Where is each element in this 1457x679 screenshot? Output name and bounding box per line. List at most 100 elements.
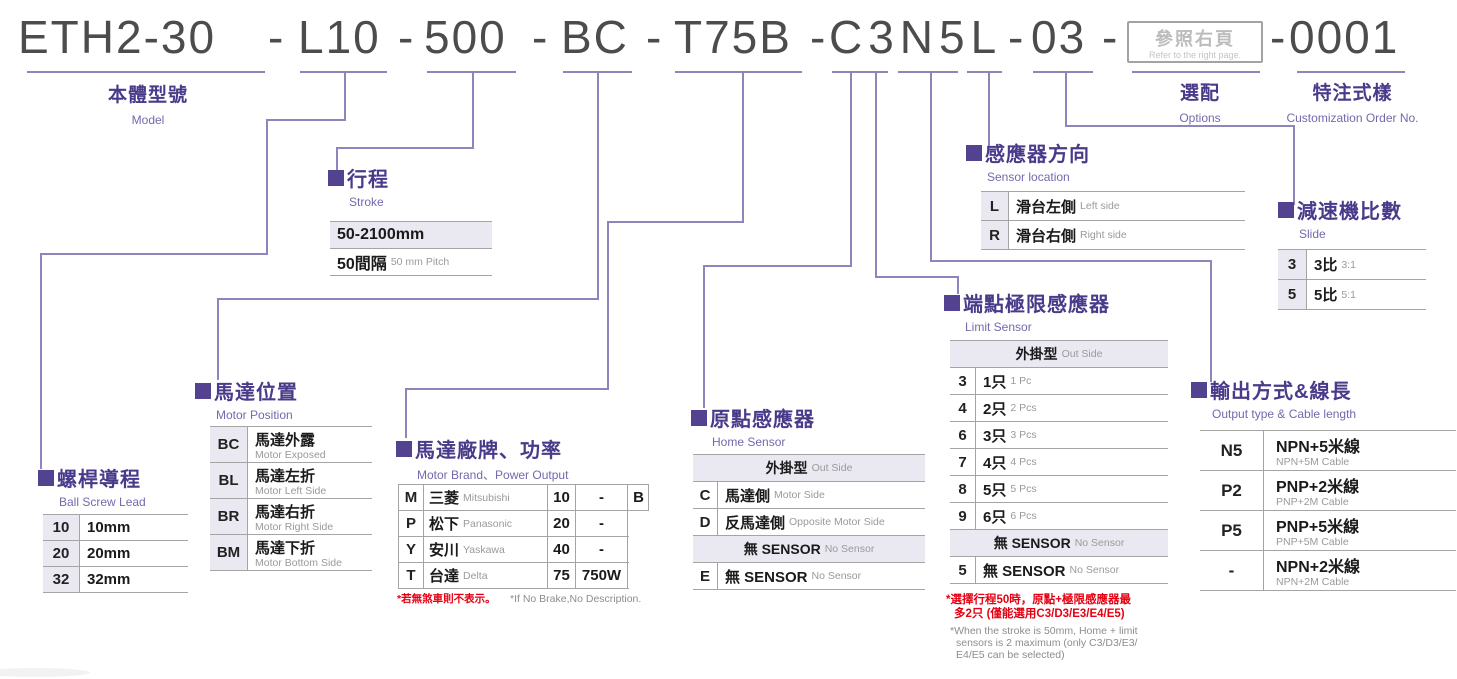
- options-box-label: 參照右頁: [1155, 29, 1235, 49]
- code-segment-model: ETH2-30: [18, 11, 217, 63]
- connector-motor-position: [597, 73, 599, 300]
- brand-en: Delta: [463, 569, 488, 582]
- connector-motor-position: [217, 298, 219, 380]
- row-value-en: Motor Bottom Side: [255, 556, 342, 569]
- tick-options: [1132, 71, 1260, 73]
- bullet-square: [195, 382, 211, 399]
- model-label-en: Model: [131, 113, 165, 127]
- connector-motor-brand: [742, 73, 744, 223]
- options-box-sublabel: Refer to the right page.: [1148, 50, 1242, 60]
- row-key: T: [399, 563, 424, 588]
- row-value: 滑台左側: [1016, 198, 1077, 216]
- limit-note-red-2: 多2只 (僅能選用C3/D3/E3/E4/E5): [954, 608, 1125, 620]
- tick-model: [27, 71, 265, 73]
- section-title: 減速機比數: [1297, 201, 1402, 223]
- row-key: 5: [950, 557, 976, 583]
- table-row: E 無 SENSOR No Sensor: [693, 563, 925, 590]
- row-key: 3: [950, 368, 976, 394]
- row-value: 32mm: [87, 571, 131, 588]
- row-value: 4只: [983, 454, 1007, 472]
- table-row: T 台達 Delta 75 750W: [399, 563, 629, 589]
- bullet-square: [966, 144, 982, 161]
- power-code: 10: [553, 489, 570, 506]
- section-title: 端點極限感應器: [963, 294, 1110, 316]
- motor-brand-header: 馬達廠牌、功率 Motor Brand、Power Output: [396, 434, 568, 483]
- customization-label-en: Customization Order No.: [1286, 111, 1419, 125]
- code-segment-sensors: C3N5L: [829, 11, 1003, 63]
- brand-zh: 安川: [429, 542, 460, 559]
- connector-home-sensor: [703, 265, 705, 408]
- row-value: 6只: [983, 508, 1007, 526]
- connector-output: [930, 73, 932, 262]
- brake-code: B: [633, 489, 644, 506]
- section-subtitle: Motor Position: [216, 408, 293, 422]
- options-label: 選配 Options: [1120, 78, 1280, 125]
- row-value-en: 5 Pcs: [1010, 483, 1037, 495]
- options-label-en: Options: [1179, 111, 1221, 125]
- row-value: 5只: [983, 481, 1007, 499]
- bullet-square: [328, 169, 344, 186]
- table-row: BL 馬達左折 Motor Left Side: [210, 463, 372, 499]
- section-subtitle: Sensor location: [987, 170, 1070, 184]
- connector-lead: [40, 253, 268, 255]
- row-value: 馬達外露: [255, 431, 316, 449]
- customization-label-zh: 特注式樣: [1312, 83, 1393, 104]
- limit-note-en-3: E4/E5 can be selected): [956, 649, 1065, 661]
- tick-output: [898, 71, 958, 73]
- row-key: C: [693, 482, 718, 508]
- power-code: 40: [553, 541, 570, 558]
- row-key: 5: [1278, 280, 1307, 309]
- bullet-square: [944, 294, 960, 311]
- row-value: 1只: [983, 373, 1007, 391]
- section-title: 感應器方向: [985, 144, 1090, 166]
- bullet-square: [1191, 381, 1207, 398]
- row-value-en: Motor Side: [774, 489, 825, 501]
- row-key: -: [1200, 551, 1264, 590]
- code-dash: -: [268, 11, 284, 63]
- table-header-row: 無 SENSOR No Sensor: [693, 536, 925, 563]
- stroke-pitch-row: 50間隔 50 mm Pitch: [330, 249, 492, 276]
- code-dash: -: [1102, 11, 1118, 63]
- row-key: BM: [210, 535, 248, 570]
- row-value: 3比: [1314, 257, 1338, 274]
- row-key: M: [399, 485, 424, 510]
- connector-stroke: [472, 73, 474, 149]
- row-value-en: Right side: [1080, 229, 1127, 241]
- row-value-en: 5:1: [1341, 288, 1356, 301]
- table-row: P 松下 Panasonic 20 -: [399, 511, 629, 537]
- table-row: BM 馬達下折 Motor Bottom Side: [210, 535, 372, 571]
- header-en: Out Side: [811, 462, 853, 474]
- code-dash: -: [398, 11, 414, 63]
- customization-label: 特注式樣 Customization Order No.: [1270, 78, 1435, 125]
- model-label: 本體型號 Model: [68, 80, 228, 127]
- table-row: 20 20mm: [43, 541, 188, 567]
- table-row: P2 PNP+2米線 PNP+2M Cable: [1200, 471, 1456, 511]
- stroke-header: 行程 Stroke: [328, 163, 389, 209]
- power-value: -: [599, 541, 604, 558]
- sensor-location-table: L 滑台左側 Left side R 滑台右側 Right side: [981, 191, 1245, 250]
- connector-output: [930, 260, 1212, 262]
- connector-slide: [1293, 125, 1295, 205]
- row-key: BL: [210, 463, 248, 498]
- header-zh: 外掛型: [765, 460, 808, 476]
- connector-stroke: [336, 147, 338, 171]
- row-value: 無 SENSOR: [983, 562, 1066, 580]
- table-row: 32 32mm: [43, 567, 188, 593]
- row-value: 20mm: [87, 545, 131, 562]
- row-key: Y: [399, 537, 424, 562]
- row-value: 2只: [983, 400, 1007, 418]
- row-key: L: [981, 192, 1009, 220]
- motor-brand-table: M 三菱 Mitsubishi 10 - P 松下 Panasonic 20 -…: [398, 484, 629, 589]
- connector-lead: [266, 119, 268, 255]
- section-subtitle: Ball Screw Lead: [59, 495, 146, 509]
- code-dash: -: [810, 11, 826, 63]
- row-key: P5: [1200, 511, 1264, 550]
- bullet-square: [691, 409, 707, 426]
- table-header-row: 外掛型 Out Side: [693, 455, 925, 482]
- power-code: 75: [553, 567, 570, 584]
- connector-motor-position: [217, 298, 599, 300]
- section-title: 馬達廠牌、功率: [415, 440, 562, 462]
- code-segment-motor-position: BC: [561, 11, 629, 63]
- connector-home-sensor: [703, 265, 852, 267]
